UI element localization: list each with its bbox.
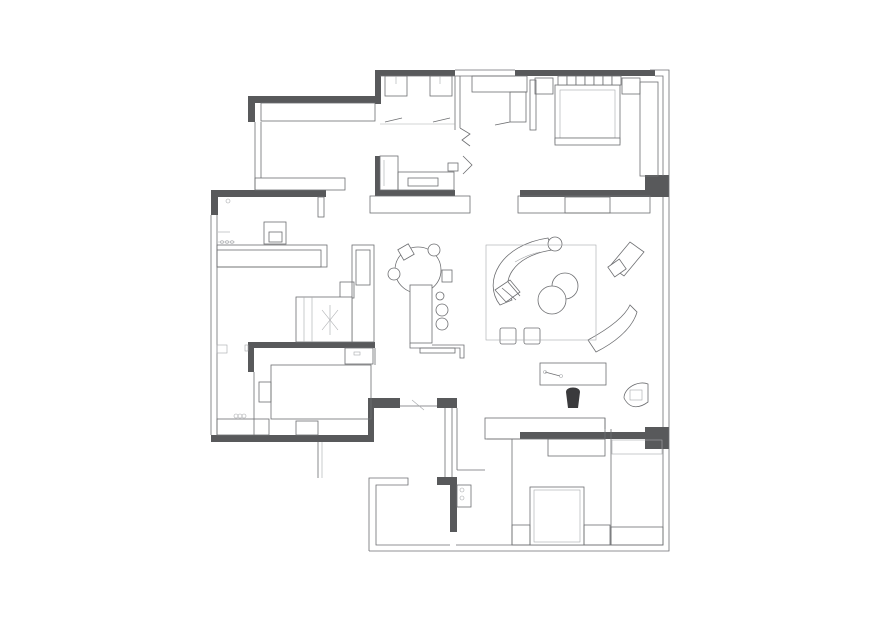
kitchen-counter [295,244,375,365]
structural-walls [211,70,669,532]
bottom-left-room [216,344,437,478]
utility-room [218,196,325,245]
bathroom [380,75,528,147]
kitchen [379,155,473,191]
second-bedroom [456,439,663,546]
dining-area [387,243,465,359]
master-bedroom [529,75,659,177]
living-room [485,236,649,408]
